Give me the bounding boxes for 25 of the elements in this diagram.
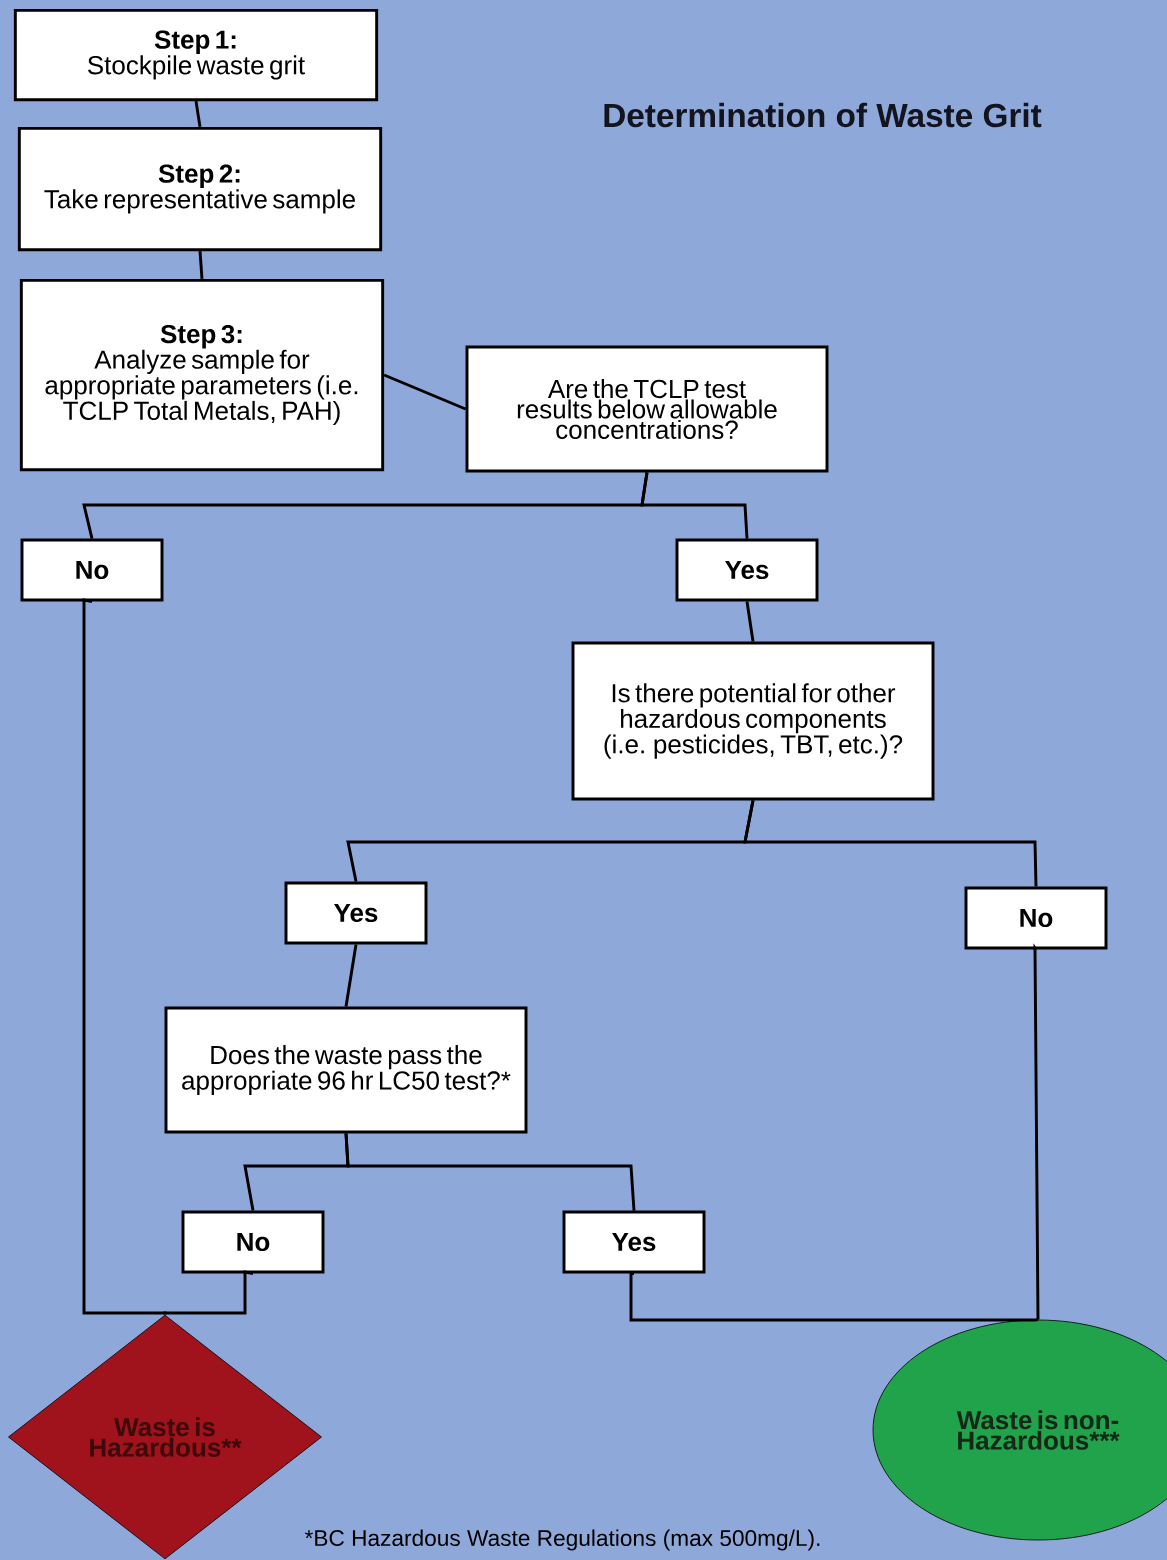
answer-box: Yes	[562, 1210, 706, 1274]
answer-box: Yes	[675, 538, 819, 602]
connector-line	[198, 251, 204, 279]
connector-line	[163, 1270, 254, 1316]
connector-line	[383, 373, 467, 411]
connector-line	[629, 1271, 1039, 1322]
connector-line	[640, 472, 749, 539]
connector-line	[1033, 943, 1040, 1320]
answer-box: No	[181, 1210, 325, 1274]
connector-line	[344, 944, 358, 1007]
answer-box: No	[20, 538, 164, 602]
process-box: Step 1: Stockpile waste grit	[13, 8, 379, 102]
connector-line	[194, 100, 202, 128]
connector-line	[743, 800, 1038, 887]
process-box: Are the TCLP test results below allowable concentrations?	[465, 345, 829, 473]
answer-box: Yes	[284, 881, 428, 945]
process-box: Step 3: Analyze sample for appropriate parameters (i.e. TCLP Total Metals, PAH)	[19, 278, 385, 472]
answer-box: No	[964, 886, 1108, 950]
title: Determination of Waste Grit	[604, 102, 1042, 128]
connector-line	[344, 1133, 636, 1211]
process-box: Is there potential for other hazardous components (i.e. pesticides, TBT, etc.)?	[571, 641, 935, 801]
process-box: Does the waste pass the appropriate 96 hr LC50 test?*	[164, 1006, 528, 1134]
connector-line	[82, 598, 167, 1317]
process-box: Step 2: Take representative sample	[17, 126, 383, 252]
connector-line	[745, 601, 755, 642]
